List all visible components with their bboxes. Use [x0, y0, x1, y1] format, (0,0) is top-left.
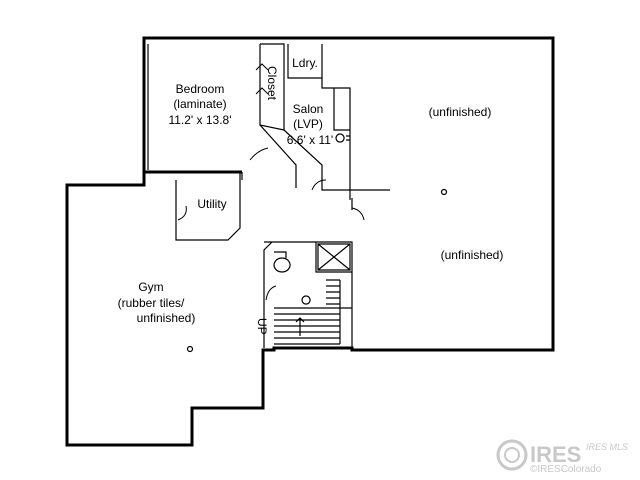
bedroom-door — [249, 147, 269, 161]
exterior-wall — [65, 36, 555, 447]
laundry-label: Ldry. — [292, 56, 318, 70]
hall-door — [351, 207, 365, 221]
bedroom-size-label: 11.2' x 13.8' — [168, 113, 231, 127]
bedroom-floor-label: (laminate) — [173, 97, 226, 111]
salon-label: Salon — [293, 102, 324, 116]
bedroom-wall — [142, 42, 242, 174]
salon-sink — [335, 133, 350, 143]
utility-wall — [175, 172, 243, 241]
salon-door-wall — [283, 129, 390, 191]
toilet — [273, 251, 291, 273]
stairs-up-label: UP — [255, 318, 269, 335]
salon-size-label: 6.6' x 11' — [287, 133, 333, 147]
utility-label: Utility — [197, 197, 226, 211]
utility-door — [177, 205, 187, 221]
unfinished-north-label: (unfinished) — [429, 105, 492, 119]
unfinished-south-label: (unfinished) — [441, 248, 504, 262]
svg-text:IRES: IRES — [530, 442, 581, 467]
salon-wall — [321, 78, 351, 200]
gym-label: Gym — [138, 280, 163, 294]
elevator-box — [317, 243, 351, 271]
light-fixture — [186, 345, 194, 353]
svg-text:©IRESColorado: ©IRESColorado — [530, 464, 602, 475]
laundry-wall — [287, 44, 323, 79]
closet-label: Closet — [265, 66, 279, 101]
bedroom-east-wall — [147, 44, 297, 188]
light-fixture — [440, 188, 448, 196]
salon-floor-label: (LVP) — [293, 117, 323, 131]
sink — [301, 295, 311, 305]
gym-floor-label-1: (rubber tiles/ — [118, 296, 185, 310]
bath-door — [265, 285, 277, 301]
stair-core-wall — [263, 241, 353, 348]
closet-wall — [259, 43, 285, 131]
bedroom-label: Bedroom — [176, 82, 225, 96]
stairs — [274, 279, 352, 345]
svg-text:IRES MLS: IRES MLS — [586, 442, 628, 452]
watermark-logo: IRES IRES MLS ©IRESColorado — [496, 439, 628, 475]
stair-arrow — [295, 317, 305, 336]
gym-floor-label-2: unfinished) — [137, 311, 196, 325]
closet-door — [255, 63, 269, 95]
salon-door — [311, 179, 327, 191]
